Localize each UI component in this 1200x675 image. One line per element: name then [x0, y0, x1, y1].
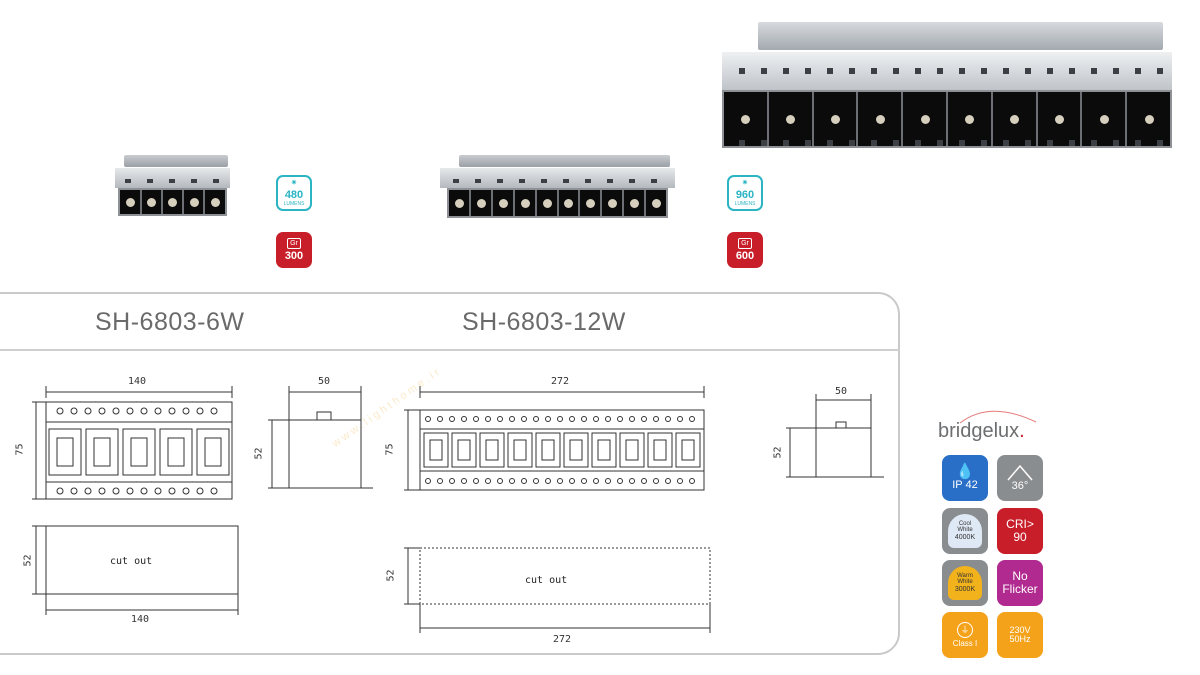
cri-tile: CRI> 90: [997, 508, 1043, 554]
dim-12w-cutout-width: 272: [553, 634, 572, 645]
cutout-label-6w: cut out: [110, 556, 153, 567]
brand-name: bridgelux: [938, 420, 1020, 442]
weight-badge-6w: Gr 300: [276, 232, 312, 268]
ip-rating-tile: 💧 IP 42: [942, 455, 988, 501]
beam-angle-icon: [1007, 465, 1033, 481]
holes-12w-top: [425, 416, 695, 422]
frame-divider: [0, 349, 900, 351]
led-cells-6w: [48, 428, 230, 476]
lumens-value: 480: [284, 189, 304, 201]
lumens-value: 960: [735, 189, 755, 201]
product-photo-6w: [115, 155, 230, 218]
angle-value: 36°: [1011, 480, 1029, 493]
holes-6w-bottom: [56, 487, 218, 495]
warm-line2: White: [957, 579, 973, 586]
warm-white-tile: Warm White 3000K: [942, 560, 988, 606]
model-title-6w: SH-6803-6W: [95, 308, 245, 336]
cri-line2: 90: [1013, 530, 1027, 544]
bulb-cool-icon: Cool White 4000K: [948, 514, 982, 548]
dim-6w-cutout-width: 140: [131, 614, 150, 625]
lumens-unit: LUMENS: [734, 201, 756, 207]
holes-6w-top: [56, 407, 218, 415]
cool-temp: 4000K: [954, 533, 976, 541]
power-line2: 50Hz: [1009, 634, 1031, 644]
bridgelux-logo: bridgelux.: [938, 410, 1037, 443]
cool-line2: White: [957, 527, 973, 534]
product-photo-12w: [440, 155, 675, 220]
flicker-line2: Flicker: [1002, 582, 1038, 596]
class-tile: ⏚ Class I: [942, 612, 988, 658]
cool-white-tile: Cool White 4000K: [942, 508, 988, 554]
sparkle-icon: ✷: [741, 178, 749, 187]
sparkle-icon: ✷: [290, 178, 298, 187]
no-flicker-tile: No Flicker: [997, 560, 1043, 606]
spec-frame: [0, 292, 900, 655]
flicker-line1: No: [1012, 569, 1028, 584]
power-tile: 230V 50Hz: [997, 612, 1043, 658]
warm-temp: 3000K: [954, 585, 976, 593]
warm-line1: Warm: [957, 573, 973, 580]
dim-6w-side-height: 52: [253, 447, 265, 460]
mounting-holes: [56, 407, 695, 495]
cri-line1: CRI>: [1006, 517, 1034, 532]
dim-12w-front-width: 272: [551, 376, 570, 387]
cutout-label-12w: cut out: [525, 575, 568, 586]
beam-angle-tile: 36°: [997, 455, 1043, 501]
dim-12w-side-width: 50: [835, 386, 848, 397]
dim-12w-cutout-height: 52: [385, 569, 397, 582]
earth-icon: ⏚: [957, 621, 973, 638]
technical-drawings: [32, 386, 884, 633]
dim-6w-side-width: 50: [318, 376, 331, 387]
cool-line1: Cool: [958, 521, 972, 528]
logo-arc: [959, 410, 1037, 424]
bulb-warm-icon: Warm White 3000K: [948, 566, 982, 600]
weight-icon: Gr: [287, 238, 301, 249]
weight-icon: Gr: [738, 238, 752, 249]
power-line1: 230V: [1009, 624, 1031, 635]
led-cells-12w: [423, 432, 701, 468]
dim-12w-side-height: 52: [772, 446, 784, 459]
dim-12w-front-height: 75: [384, 443, 396, 456]
product-photo-large: [722, 22, 1172, 150]
weight-value: 300: [284, 250, 304, 262]
water-drop-icon: 💧: [955, 463, 975, 481]
lumens-badge-6w: ✷ 480 LUMENS: [276, 175, 312, 211]
weight-badge-12w: Gr 600: [727, 232, 763, 268]
dim-6w-front-height: 75: [14, 443, 26, 456]
weight-value: 600: [735, 250, 755, 262]
holes-12w-bottom: [425, 478, 695, 484]
class-label: Class I: [952, 638, 978, 648]
ip-label: IP 42: [952, 479, 978, 492]
brand-dot: .: [1019, 420, 1025, 442]
dim-6w-cutout-height: 52: [22, 554, 34, 567]
lumens-unit: LUMENS: [283, 201, 305, 207]
model-title-12w: SH-6803-12W: [462, 308, 626, 336]
dim-6w-front-width: 140: [128, 376, 147, 387]
lumens-badge-12w: ✷ 960 LUMENS: [727, 175, 763, 211]
